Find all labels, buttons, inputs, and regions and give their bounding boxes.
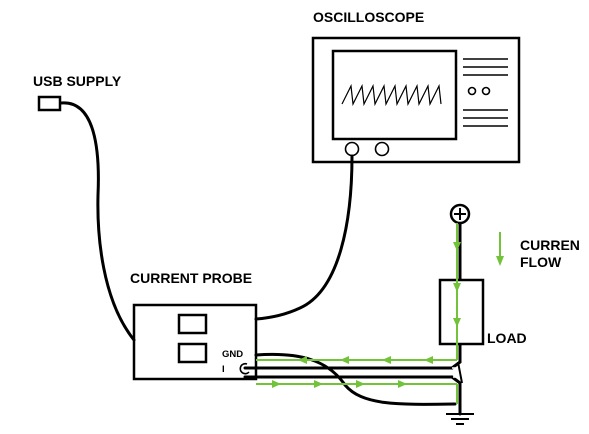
oscilloscope-control-lines	[463, 58, 508, 127]
oscilloscope: OSCILLOSCOPE	[311, 9, 521, 164]
usb-cable	[59, 101, 136, 342]
usb-supply-label: USB SUPPLY	[33, 73, 122, 89]
flow-arrow-down-3	[453, 318, 461, 327]
flow-arrow-down-1	[453, 242, 461, 251]
gnd-label: GND	[222, 349, 243, 360]
oscilloscope-input-channel-2	[374, 141, 390, 157]
current-flow-label-line1: CURREN	[520, 237, 580, 253]
flow-arrow-left-4	[298, 356, 307, 364]
ground-symbol-icon	[446, 413, 474, 425]
flow-arrow-down-2	[453, 283, 461, 292]
current-flow-label-line2: FLOW	[520, 254, 562, 270]
current-probe-body	[132, 303, 258, 381]
junction-break-icon	[457, 361, 463, 384]
probe-jaw-icon	[239, 362, 250, 375]
plus-circle-icon	[449, 203, 471, 225]
flow-arrow-right-4	[398, 380, 407, 388]
flow-arrow-right-2	[314, 380, 323, 388]
wire-junction-bottom	[450, 375, 462, 406]
scope-probe-cable	[254, 154, 354, 321]
oscilloscope-screen	[331, 49, 458, 141]
load: LOAD	[438, 278, 527, 346]
current-flow-path	[256, 223, 461, 404]
usb-supply: USB SUPPLY	[33, 73, 122, 112]
flow-arrow-right-1	[272, 380, 281, 388]
flow-arrow-left-3	[340, 356, 349, 364]
load-label: LOAD	[487, 330, 527, 346]
legend-flow-arrow-icon	[496, 256, 504, 266]
current-probe-window-top	[177, 313, 208, 335]
oscilloscope-label: OSCILLOSCOPE	[313, 9, 424, 25]
load-resistor	[438, 278, 485, 346]
oscilloscope-knob-left	[467, 86, 477, 96]
current-probe: CURRENT PROBE GND I	[130, 270, 258, 381]
oscilloscope-knob-right	[481, 86, 491, 96]
flow-arrow-left-1	[424, 356, 433, 364]
current-flow-legend: CURREN FLOW	[496, 232, 580, 270]
gnd-lead-wire	[254, 352, 457, 406]
current-probe-window-bottom	[177, 342, 208, 364]
current-probe-label: CURRENT PROBE	[130, 270, 252, 286]
flow-arrow-right-3	[356, 380, 365, 388]
flow-arrow-left-2	[382, 356, 391, 364]
probe-i-label: I	[222, 364, 225, 375]
usb-plug-icon	[37, 95, 62, 112]
junction-gap	[452, 367, 458, 378]
sawtooth-wave-icon	[341, 83, 442, 107]
